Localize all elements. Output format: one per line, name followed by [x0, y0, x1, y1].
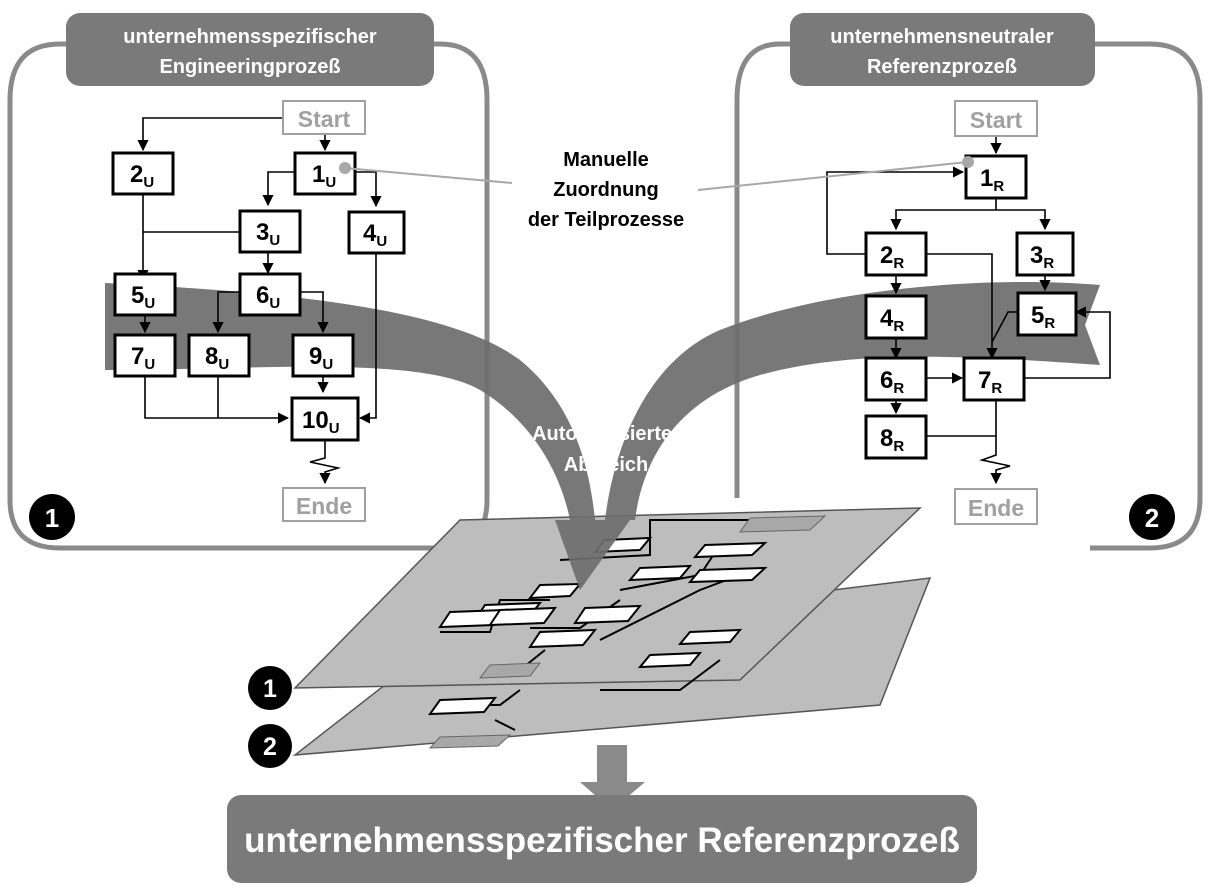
auto-label-line2: Abgleich: [564, 454, 648, 476]
plane-2-mini-boxes: [428, 628, 743, 749]
node-2r: 2R: [864, 231, 928, 277]
svg-text:Start: Start: [298, 106, 351, 132]
svg-text:1R: 1R: [980, 165, 1004, 195]
node-9u: 9U: [291, 333, 355, 378]
right-connectors: [826, 137, 1111, 485]
svg-text:2: 2: [1145, 503, 1159, 533]
node-7u: 7U: [113, 333, 177, 378]
svg-text:1: 1: [263, 675, 277, 703]
right-panel-frame-bottom: [1090, 497, 1203, 551]
svg-text:8U: 8U: [205, 343, 229, 373]
svg-text:7U: 7U: [131, 343, 155, 373]
svg-text:5U: 5U: [131, 282, 155, 312]
svg-text:6U: 6U: [256, 282, 280, 312]
right-title-line1: unternehmensneutraler: [830, 26, 1054, 48]
svg-text:5R: 5R: [1031, 302, 1055, 332]
left-connectors: [137, 117, 382, 485]
left-title-line1: unternehmensspezifischer: [123, 26, 377, 48]
svg-text:8R: 8R: [880, 425, 904, 455]
node-5r: 5R: [1016, 291, 1078, 337]
svg-text:2: 2: [263, 733, 277, 761]
svg-text:1U: 1U: [312, 161, 336, 191]
node-8r: 8R: [864, 414, 928, 460]
node-1r: 1R: [964, 154, 1028, 200]
node-4r: 4R: [864, 294, 928, 340]
svg-text:6R: 6R: [880, 367, 904, 397]
svg-text:4U: 4U: [363, 220, 387, 250]
node-1u: 1U: [293, 151, 357, 196]
right-sweep-arrow: [605, 282, 1100, 520]
svg-text:Ende: Ende: [296, 493, 352, 519]
result-banner: [227, 795, 977, 883]
node-10u: 10U: [290, 396, 360, 442]
svg-text:3U: 3U: [256, 219, 280, 249]
node-8u: 8U: [187, 333, 251, 378]
left-end-node: Ende: [282, 487, 366, 522]
svg-text:2U: 2U: [130, 161, 154, 191]
node-2u: 2U: [111, 151, 175, 196]
left-title-banner: [66, 13, 434, 86]
auto-label-line1: Automatisierter: [532, 423, 680, 445]
svg-text:9U: 9U: [309, 343, 333, 373]
left-panel-frame: [7, 41, 490, 551]
node-7r: 7R: [962, 356, 1026, 402]
right-panel-badge: 2: [1129, 494, 1175, 540]
svg-text:4R: 4R: [880, 305, 904, 335]
right-title-banner: [790, 13, 1095, 86]
svg-text:3R: 3R: [1030, 242, 1054, 272]
plane-1: [293, 507, 922, 689]
manual-mapping-lines: [339, 156, 974, 191]
node-6r: 6R: [864, 356, 928, 402]
left-start-node: Start: [282, 100, 366, 135]
manual-label-line2: Zuordnung: [553, 179, 659, 201]
right-start-node: Start: [954, 100, 1038, 137]
svg-text:Start: Start: [970, 107, 1023, 133]
node-3u: 3U: [238, 209, 302, 254]
svg-text:7R: 7R: [978, 367, 1002, 397]
node-4u: 4U: [347, 210, 406, 255]
node-3r: 3R: [1015, 231, 1075, 277]
svg-text:2R: 2R: [880, 242, 904, 272]
right-end-node: Ende: [954, 488, 1038, 525]
stack-badge-1: 1: [248, 666, 292, 710]
manual-label-line3: der Teilprozesse: [528, 209, 684, 231]
stack-badge-2: 2: [248, 724, 292, 768]
node-6u: 6U: [238, 272, 302, 317]
node-5u: 5U: [113, 272, 177, 317]
svg-text:Ende: Ende: [968, 495, 1024, 521]
right-panel-frame: [734, 41, 1203, 498]
result-label: unternehmensspezifischer Referenzprozeß: [244, 821, 960, 860]
right-title-line2: Referenzprozeß: [867, 56, 1017, 78]
svg-text:10U: 10U: [302, 407, 340, 437]
result-down-arrow: [580, 745, 645, 810]
left-panel-badge: 1: [29, 494, 75, 540]
left-title-line2: Engineeringprozeß: [159, 56, 340, 78]
manual-label-line1: Manuelle: [563, 149, 649, 171]
svg-text:1: 1: [45, 503, 59, 533]
